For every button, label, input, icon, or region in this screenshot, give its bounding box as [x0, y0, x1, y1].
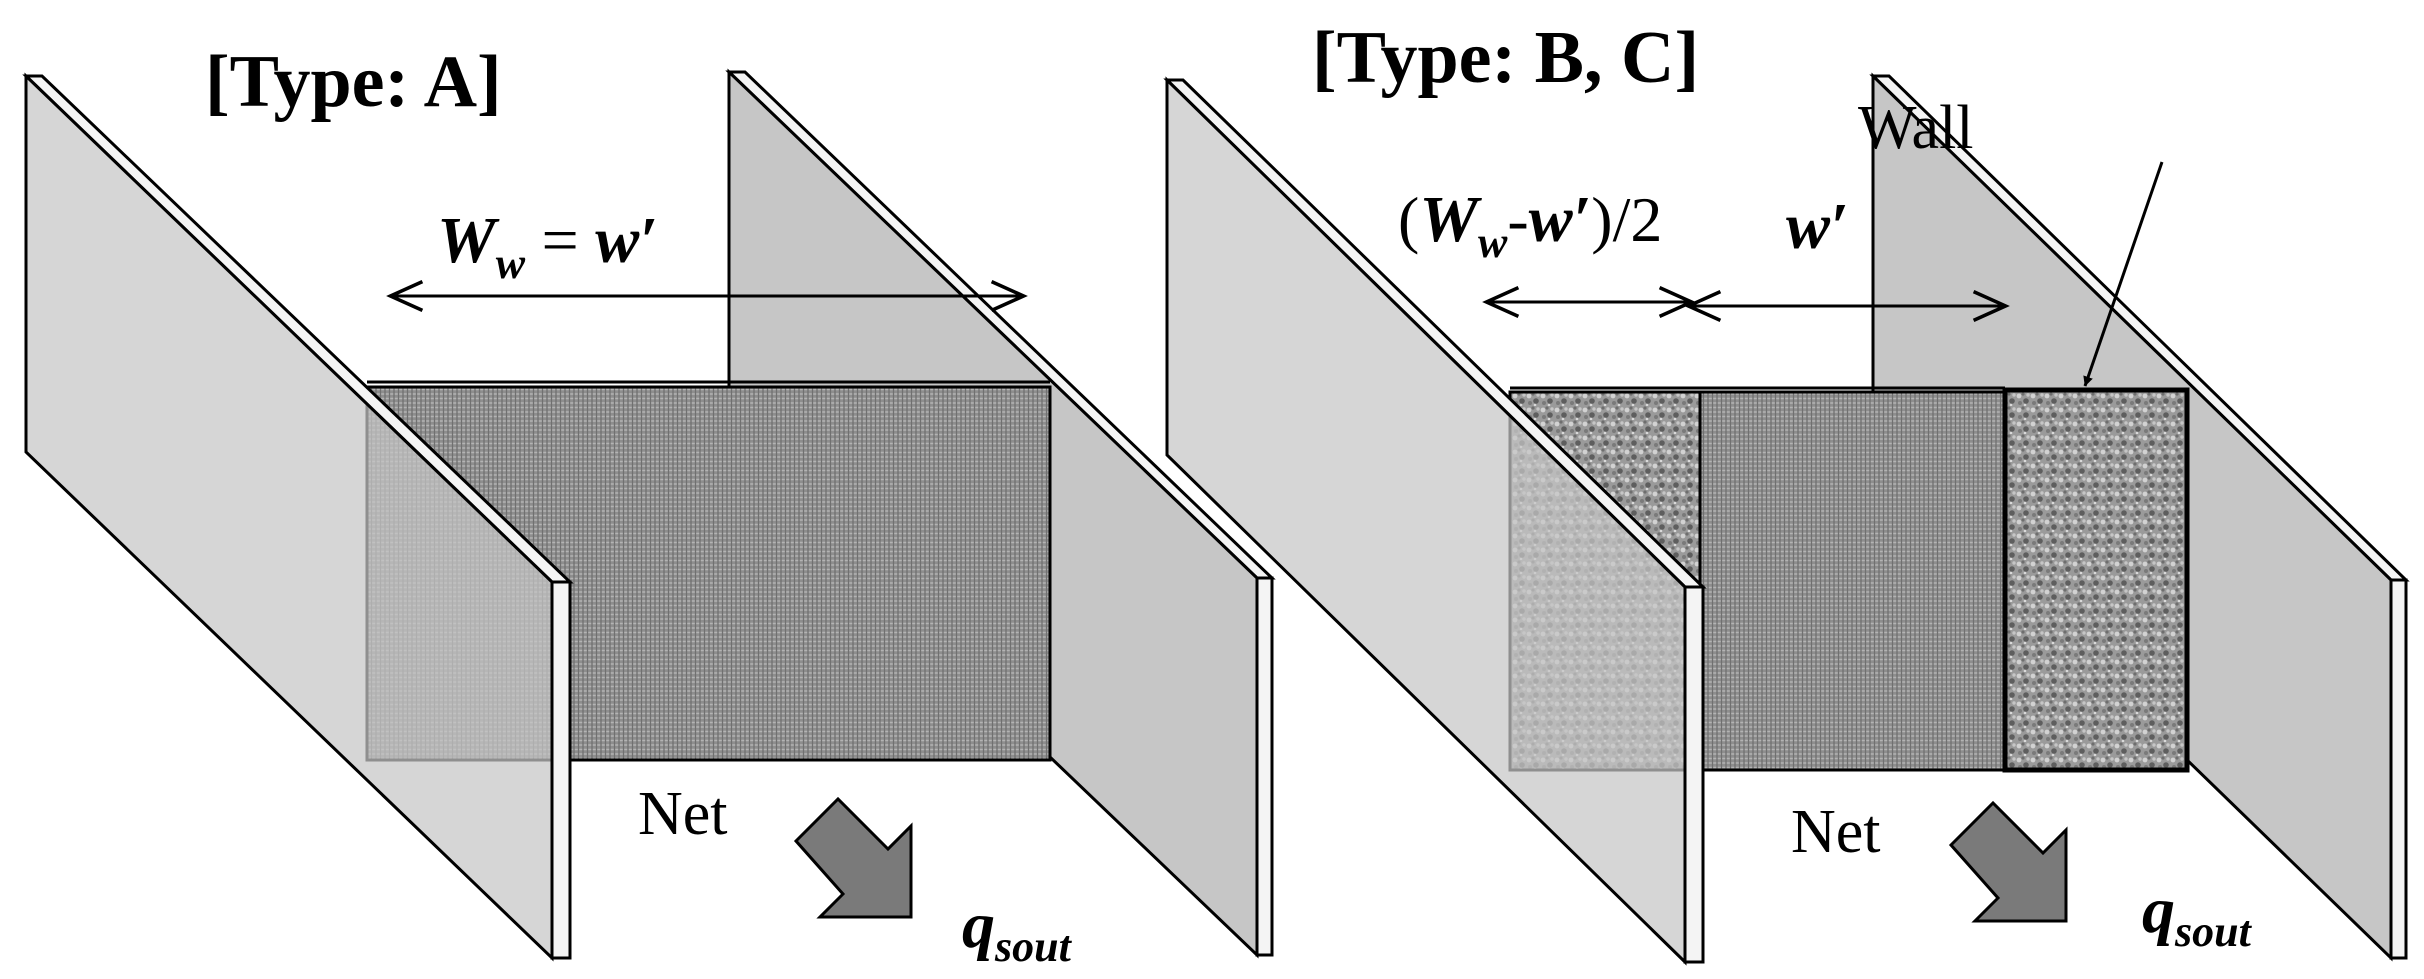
panel-type-a: Ww = w′ [Type: A] Net qsout	[22, 41, 1276, 971]
outflow-label: qsout	[2142, 874, 2253, 956]
side-plate-front	[1163, 76, 1707, 966]
side-plate-front	[22, 72, 574, 962]
net-label: Net	[638, 780, 728, 848]
wall-label: Wall	[1858, 94, 1974, 162]
outflow-label: qsout	[962, 889, 1073, 971]
wall-panel	[2002, 387, 2190, 773]
width-dimension-label: Ww = w′	[437, 204, 658, 288]
outflow-arrow	[1948, 800, 2068, 923]
panel-bc-title: [Type: B, C]	[1312, 17, 1699, 99]
net-width-dimension-label: w′	[1786, 190, 1849, 263]
panel-a-title: [Type: A]	[205, 41, 502, 123]
outflow-arrow	[793, 796, 913, 919]
half-gap-dimension-label: (Ww-w′)/2	[1398, 183, 1662, 267]
wall-pointer-arrow	[2083, 161, 2164, 387]
net-label: Net	[1791, 798, 1881, 866]
panel-type-bc: (Ww-w′)/2 w′ [Type: B, C] Wall Net qsout	[1163, 17, 2410, 966]
